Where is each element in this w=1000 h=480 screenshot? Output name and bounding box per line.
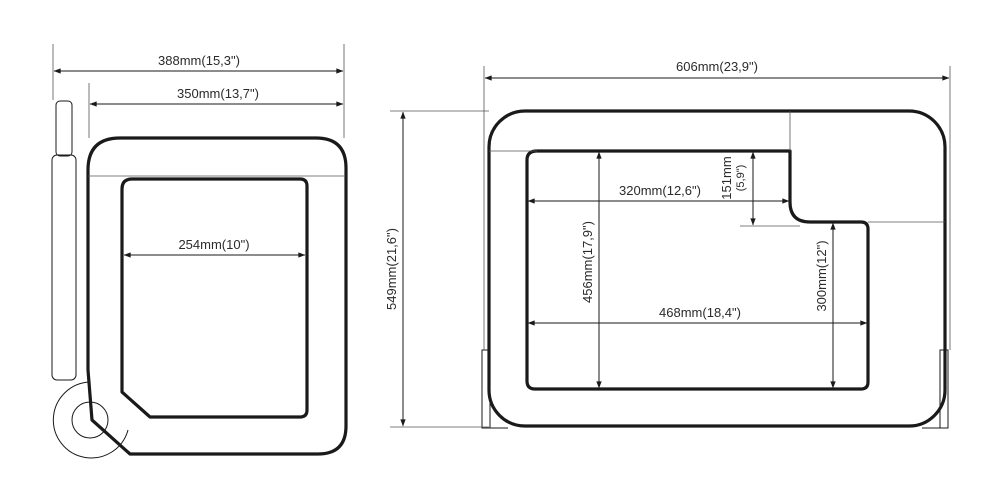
side-body-inner [120, 177, 309, 419]
dim-label-inner-depth: 456mm(17,9") [580, 221, 595, 303]
handle-upper [55, 100, 73, 157]
top-view: 606mm(23,9") 549mm(21,6") 320mm(12,6") 1… [384, 59, 951, 429]
dim-label-body-width: 350mm(13,7") [177, 86, 259, 101]
dim-label-inner-width: 254mm(10") [178, 237, 249, 252]
side-view: 388mm(15,3") 350mm(13,7") 254mm(10") [51, 44, 348, 459]
dim-label-top-overall-depth: 549mm(21,6") [384, 228, 399, 310]
dim-label-step-length: 320mm(12,6") [619, 183, 701, 198]
dim-label-step-height-mm: 151mm [719, 156, 734, 199]
dim-label-inner-length: 468mm(18,4") [659, 305, 741, 320]
dim-label-top-overall-width: 606mm(23,9") [676, 59, 758, 74]
top-body-outline [487, 109, 947, 428]
top-body-inner [525, 149, 870, 391]
dim-label-step-height-in: (5,9") [735, 165, 747, 192]
side-body-outline [86, 136, 348, 456]
dim-label-compartment-depth: 300mm(12") [814, 240, 829, 311]
handle-bar [51, 154, 77, 381]
dim-label-overall-width: 388mm(15,3") [158, 53, 240, 68]
